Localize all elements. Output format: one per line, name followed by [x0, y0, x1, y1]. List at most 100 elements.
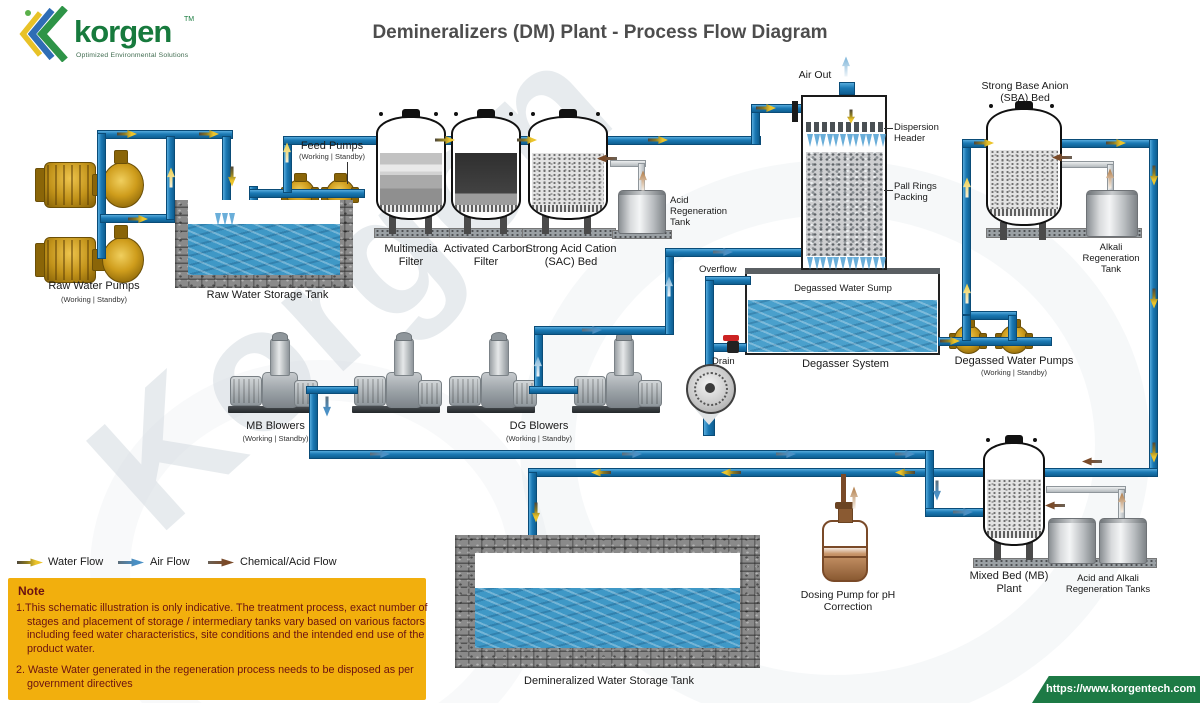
pall-rings-leader	[884, 190, 893, 191]
bottle-band	[824, 556, 866, 558]
air-out-label: Air Out	[798, 69, 832, 81]
dispersion-header-leader	[884, 128, 893, 129]
bottom-spray	[846, 257, 853, 270]
pipe	[1149, 139, 1158, 477]
drain-label: Drain	[712, 356, 735, 367]
mb-blower-1-motor	[230, 376, 262, 406]
dg-blowers-label: DG Blowers	[509, 420, 569, 432]
vessel-leg	[388, 216, 396, 234]
vessel-manhole-cap	[559, 109, 577, 117]
pipe	[534, 326, 674, 335]
dg-blower-1-silencer	[489, 338, 509, 376]
footer-ribbon: https://www.korgentech.com	[1032, 676, 1200, 703]
vessel-media-fill	[455, 153, 517, 206]
vessel-media-fill	[987, 479, 1041, 532]
vessel-media-fill	[380, 153, 442, 206]
mb-blower-2-motor	[354, 376, 386, 406]
bottle-neck	[838, 508, 853, 523]
water-flow-arrow	[435, 136, 455, 144]
chemical-pipe	[610, 160, 646, 167]
vessel-leg	[425, 216, 432, 234]
dg-blower-1-lobe-casing	[481, 372, 517, 408]
vessel-lug	[379, 112, 383, 116]
dg-blower-2-base	[572, 406, 660, 413]
vessel-leg	[994, 542, 1002, 560]
pipe	[249, 189, 365, 198]
bottle-cap	[835, 502, 854, 509]
acid-regeneration-tank-label: Acid Regeneration Tank	[670, 195, 728, 229]
dg-blower-1-base	[447, 406, 535, 413]
vessel-lug	[596, 112, 600, 116]
mixed-bed-plant-label: Mixed Bed (MB) Plant	[969, 570, 1049, 595]
equipment-base	[986, 228, 1142, 238]
dispersion-header-label: Dispersion Header	[894, 122, 939, 145]
sac-bed-label: Strong Acid Cation (SAC) Bed	[525, 243, 617, 268]
dosing-pump-label: Dosing Pump for pH Correction	[800, 589, 896, 614]
water-flow-arrow	[940, 337, 960, 345]
tower-inlet-flange	[792, 101, 798, 122]
sump-top-edge	[745, 268, 940, 274]
feed-pump-1-stub	[294, 173, 307, 182]
note-item-1: 1.This schematic illustration is only in…	[16, 602, 428, 655]
pipe	[306, 386, 358, 394]
dg-blowers-sub: (Working | Standby)	[505, 434, 572, 443]
raw-water-pump-2-stub	[114, 225, 128, 239]
vessel-leg	[584, 216, 591, 234]
air-flow-arrow	[776, 450, 796, 458]
raw-tank-inlet-spray	[215, 213, 221, 226]
chemical-flow-arrow-icon	[208, 558, 234, 567]
alkali-regen-tank-mb	[1099, 518, 1147, 564]
vessel-manhole-cap	[477, 109, 495, 117]
legend-water-flow: Water Flow	[48, 556, 104, 568]
dispersion-spray	[879, 134, 886, 147]
alkali-regeneration-tank	[1086, 190, 1138, 237]
air-flow-arrow	[713, 248, 733, 256]
dispersion-spray	[826, 134, 833, 147]
bottle-band	[824, 546, 866, 548]
vessel-leg	[1026, 542, 1034, 560]
mb-blower-2-base	[352, 406, 440, 413]
bottom-spray	[807, 257, 813, 270]
vessel-leg	[463, 216, 471, 234]
multimedia-filter-vessel	[376, 116, 446, 220]
dg-blower-2-motor	[574, 376, 606, 406]
vessel-lug	[531, 112, 535, 116]
raw-water-tank-label: Raw Water Storage Tank	[206, 289, 329, 301]
dg-blower-1-motor	[449, 376, 481, 406]
overflow-label: Overflow	[699, 264, 737, 275]
mb-blowers-label: MB Blowers	[246, 420, 305, 432]
vessel-lug	[986, 438, 990, 442]
air-flow-arrow	[842, 56, 851, 76]
water-flow-arrow	[117, 130, 137, 138]
equipment-base	[449, 228, 525, 238]
bottom-spray	[820, 257, 827, 270]
water-flow-arrow	[128, 215, 148, 223]
logo-text: korgen	[74, 14, 172, 49]
vessel-lug	[434, 112, 438, 116]
chemical-flow-arrow	[1082, 457, 1102, 466]
multimedia-filter-label: Multimedia Filter	[384, 243, 438, 268]
water-flow-arrow-icon	[17, 558, 43, 567]
raw-tank-water	[188, 224, 340, 275]
raw-water-pumps-sub: (Working | Standby)	[60, 295, 127, 304]
chemical-flow-arrow	[1045, 501, 1065, 510]
mb-blower-1-silencer-cap	[272, 332, 288, 341]
water-flow-arrow	[974, 139, 994, 147]
note-title: Note	[18, 584, 45, 598]
raw-water-pump-2-motor	[44, 237, 96, 283]
raw-water-pump-2-volute	[102, 237, 144, 283]
bottom-spray	[859, 257, 866, 270]
air-flow-arrow	[622, 450, 642, 458]
bottom-spray	[873, 257, 879, 270]
dispersion-spray	[813, 134, 820, 147]
vessel-lug	[454, 112, 458, 116]
raw-tank-inlet-spray	[229, 213, 235, 226]
demin-tank-label: Demineralized Water Storage Tank	[524, 675, 694, 687]
pipe	[938, 337, 1052, 346]
dispersion-spray	[866, 134, 873, 147]
website-link[interactable]: https://www.korgentech.com	[1046, 683, 1196, 695]
bottom-spray	[826, 257, 833, 270]
korgen-logo-mark	[19, 5, 68, 63]
dispersion-spray	[820, 134, 827, 147]
mb-blower-1-base	[228, 406, 316, 413]
